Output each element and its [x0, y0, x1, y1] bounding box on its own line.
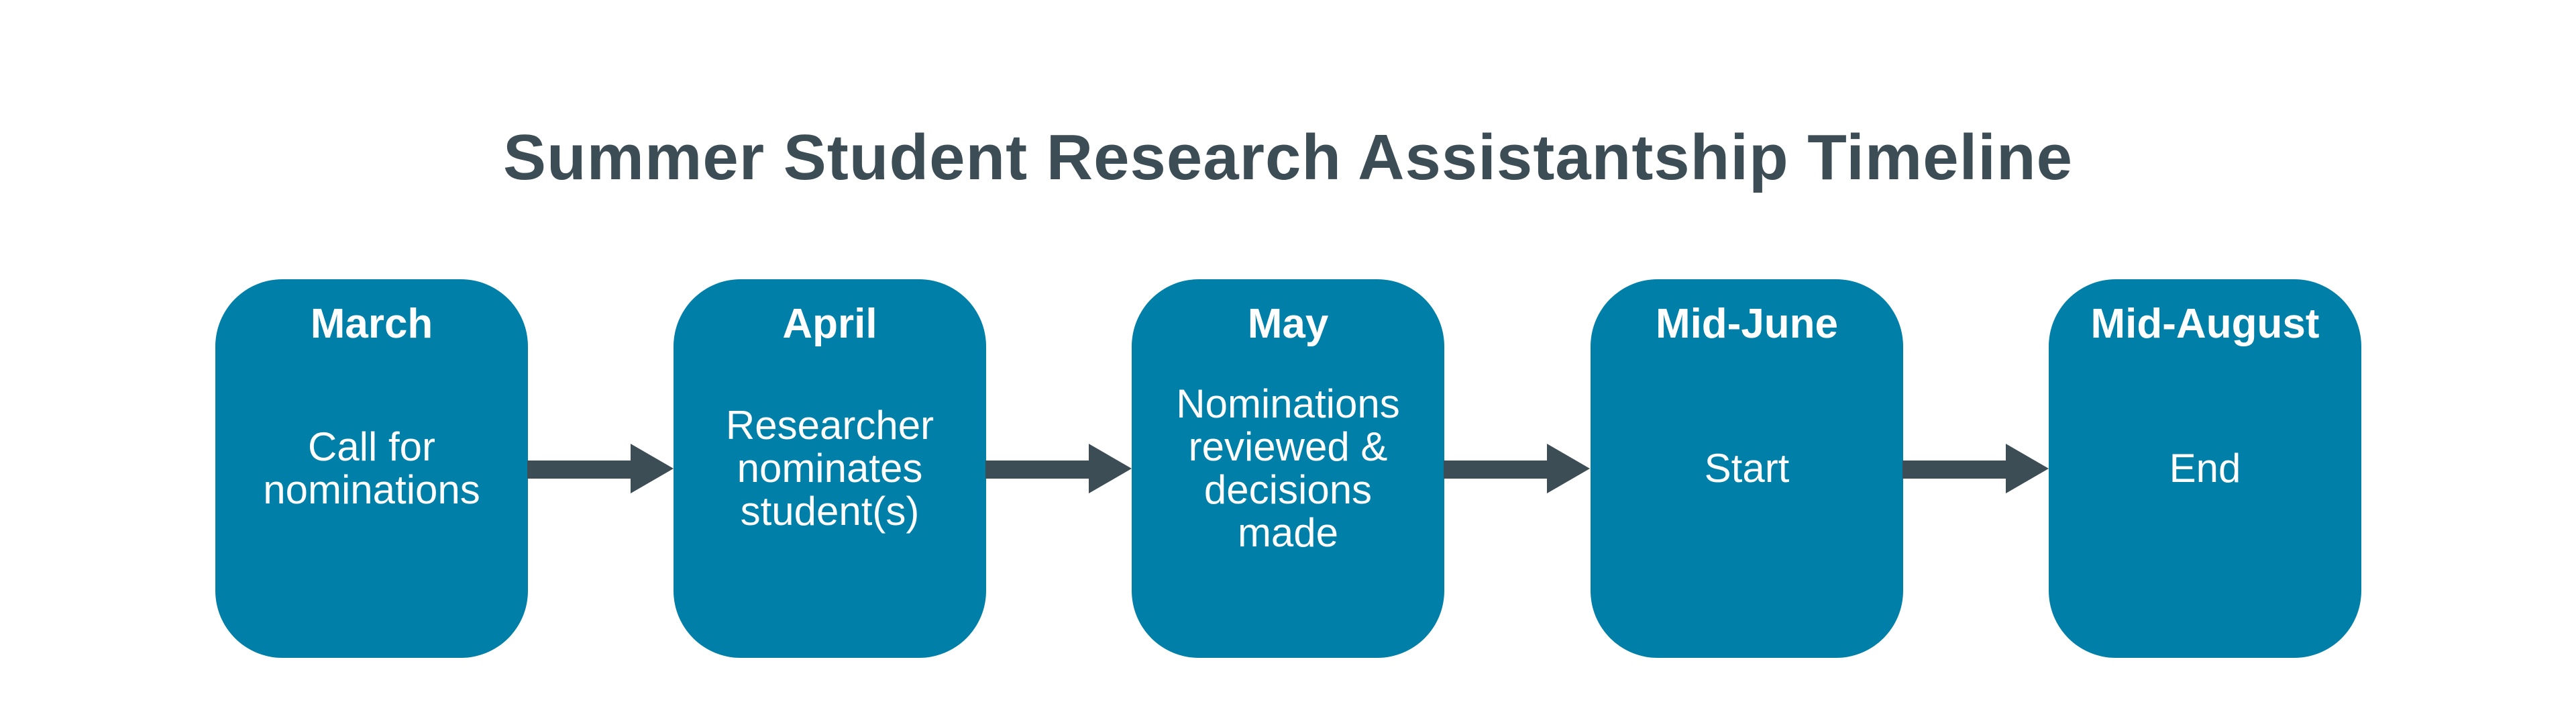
- step-period: Mid-August: [2090, 301, 2320, 347]
- step-description-line: Researcher: [725, 403, 934, 448]
- step-description: Start: [1597, 447, 1896, 490]
- step-period: Mid-June: [1655, 301, 1839, 347]
- step-description-line: reviewed &: [1188, 424, 1388, 469]
- step-period: May: [1247, 301, 1329, 347]
- arrow-right-icon: [527, 444, 674, 493]
- arrow-right-icon: [1902, 444, 2049, 493]
- arrow-right-icon: [985, 444, 1132, 493]
- step-description-line: Call for: [307, 424, 436, 469]
- step-description-line: Start: [1704, 446, 1790, 491]
- step-description: End: [2055, 447, 2355, 490]
- step-period: April: [782, 301, 877, 347]
- step-description-line: nominations: [263, 467, 480, 512]
- step-description-line: End: [2169, 446, 2241, 491]
- step-period: March: [310, 301, 433, 347]
- step-description-line: student(s): [740, 489, 920, 534]
- timeline-title: Summer Student Research Assistantship Ti…: [502, 122, 2073, 193]
- step-description-line: nominates: [737, 446, 923, 491]
- arrow-right-icon: [1444, 444, 1590, 493]
- step-description-line: Nominations: [1176, 381, 1400, 426]
- step-description-line: decisions: [1203, 467, 1373, 512]
- step-description-line: made: [1237, 510, 1339, 555]
